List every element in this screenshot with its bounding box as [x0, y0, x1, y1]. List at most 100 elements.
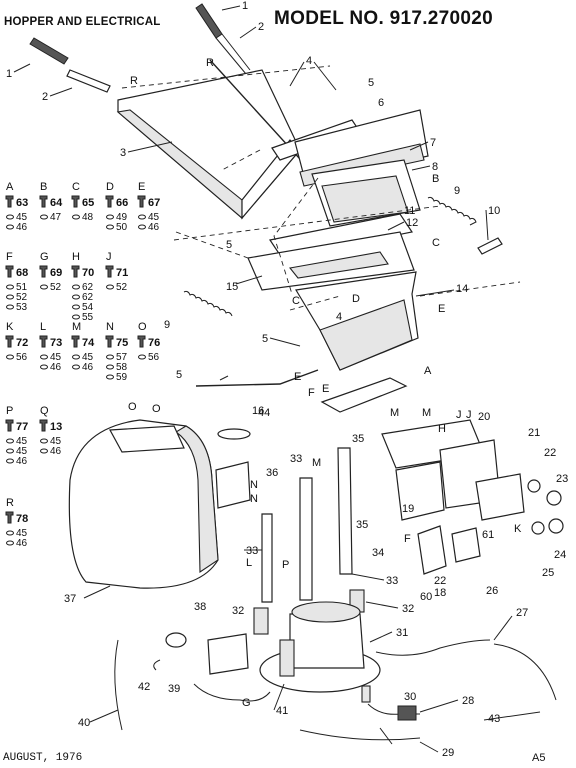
- callout-4b: 4: [336, 311, 342, 323]
- mounting-straps: [261, 447, 353, 603]
- relay: [417, 525, 447, 575]
- legend-sub-H-1: 62: [82, 292, 94, 303]
- callout-C1: C: [432, 237, 440, 249]
- legend-key-J: J: [106, 251, 112, 263]
- callout-5d: 5: [176, 369, 182, 381]
- deflector-flap: [311, 159, 421, 227]
- callout-18: 18: [434, 587, 446, 599]
- legend-washer-icon: [40, 284, 48, 290]
- junction-box: [207, 633, 249, 675]
- callout-3: 3: [120, 147, 126, 159]
- bottom-bracket: [320, 377, 408, 413]
- callout-5b: 5: [226, 239, 232, 251]
- housing-cover: [68, 419, 219, 589]
- legend-key-M: M: [72, 321, 81, 333]
- callout-60: 60: [420, 591, 432, 603]
- discharge-box: [295, 271, 419, 371]
- legend-bolt-icon-D: [105, 195, 114, 208]
- legend-sub-N-2: 59: [116, 372, 128, 383]
- legend-main-M: 74: [82, 337, 95, 349]
- callout-25: 25: [542, 567, 554, 579]
- legend-main-B: 64: [50, 197, 63, 209]
- callout-9a: 9: [454, 185, 460, 197]
- legend-bolt-icon-C: [71, 195, 80, 208]
- legend-key-G: G: [40, 251, 49, 263]
- legend-sub-F-1: 52: [16, 292, 28, 303]
- legend-sub-L-0: 45: [50, 352, 62, 363]
- callout-39: 39: [168, 683, 180, 695]
- legend-sub-D-0: 49: [116, 212, 128, 223]
- callout-31: 31: [396, 627, 408, 639]
- legend-key-D: D: [106, 181, 114, 193]
- legend-main-R: 78: [16, 513, 28, 525]
- legend-main-O: 76: [148, 337, 160, 349]
- legend-sub-M-1: 46: [82, 362, 94, 373]
- legend-key-E: E: [138, 181, 145, 193]
- legend-main-J: 71: [116, 267, 128, 279]
- legend-sub-P-0: 45: [16, 436, 28, 447]
- legend-sub-E-0: 45: [148, 212, 160, 223]
- callout-F2: F: [404, 533, 411, 545]
- callout-35a: 35: [352, 433, 364, 445]
- strain-relief: [165, 632, 187, 648]
- legend-sub-J-0: 52: [116, 282, 128, 293]
- callout-21: 21: [528, 427, 540, 439]
- callout-F: F: [308, 387, 315, 399]
- callout-32a: 32: [232, 605, 244, 617]
- motor-bracket: [215, 461, 251, 509]
- legend-main-D: 66: [116, 197, 128, 209]
- callout-35b: 35: [356, 519, 368, 531]
- legend-main-Q: 13: [50, 421, 62, 433]
- legend-sub-L-1: 46: [50, 362, 62, 373]
- legend-washer-icon: [106, 354, 114, 360]
- legend-sub-R-0: 45: [16, 528, 28, 539]
- legend-key-A: A: [6, 181, 14, 193]
- legend-washer-icon: [138, 224, 146, 230]
- legend-sub-G-0: 52: [50, 282, 62, 293]
- legend-washer-icon: [6, 438, 14, 444]
- callout-33b: 33: [246, 545, 258, 557]
- legend-washer-icon: [72, 354, 80, 360]
- legend-sub-M-0: 45: [82, 352, 94, 363]
- legend-bolt-icon-E: [137, 195, 146, 208]
- callout-29: 29: [442, 747, 454, 759]
- callout-2-left: 2: [42, 91, 48, 103]
- switch-box: [381, 419, 525, 521]
- legend-washer-icon: [6, 458, 14, 464]
- legend-sub-F-2: 53: [16, 302, 28, 313]
- legend-washer-icon: [6, 530, 14, 536]
- callout-B: B: [432, 173, 439, 185]
- legend-sub-H-3: 55: [82, 312, 94, 323]
- callout-1-left: 1: [6, 68, 12, 80]
- callout-14: 14: [456, 283, 468, 295]
- legend-bolt-icon-B: [39, 195, 48, 208]
- legend-washer-icon: [6, 284, 14, 290]
- callout-34: 34: [372, 547, 384, 559]
- toggle-switch: [451, 527, 481, 563]
- callout-G: G: [242, 697, 251, 709]
- callout-E1: E: [438, 303, 445, 315]
- wiring: [114, 639, 557, 745]
- legend-washer-icon: [106, 284, 114, 290]
- callout-D: D: [352, 293, 360, 305]
- callout-41: 41: [276, 705, 288, 717]
- wire-nut: [361, 685, 371, 703]
- callout-12: 12: [406, 217, 418, 229]
- legend-main-C: 65: [82, 197, 94, 209]
- handle-grip-upper: [195, 3, 251, 75]
- legend-washer-icon: [72, 214, 80, 220]
- legend-washer-icon: [106, 214, 114, 220]
- legend-key-P: P: [6, 405, 13, 417]
- legend-washer-icon: [138, 214, 146, 220]
- legend-main-A: 63: [16, 197, 28, 209]
- legend-sub-Q-0: 45: [50, 436, 62, 447]
- legend-bolt-icon-Q: [39, 419, 48, 432]
- callout-20: 20: [478, 411, 490, 423]
- legend-sub-N-0: 57: [116, 352, 128, 363]
- legend-bolt-icon-P: [5, 419, 14, 432]
- legend-sub-D-1: 50: [116, 222, 128, 233]
- legend-washer-icon: [40, 364, 48, 370]
- legend-washer-icon: [6, 540, 14, 546]
- callout-A: A: [424, 365, 432, 377]
